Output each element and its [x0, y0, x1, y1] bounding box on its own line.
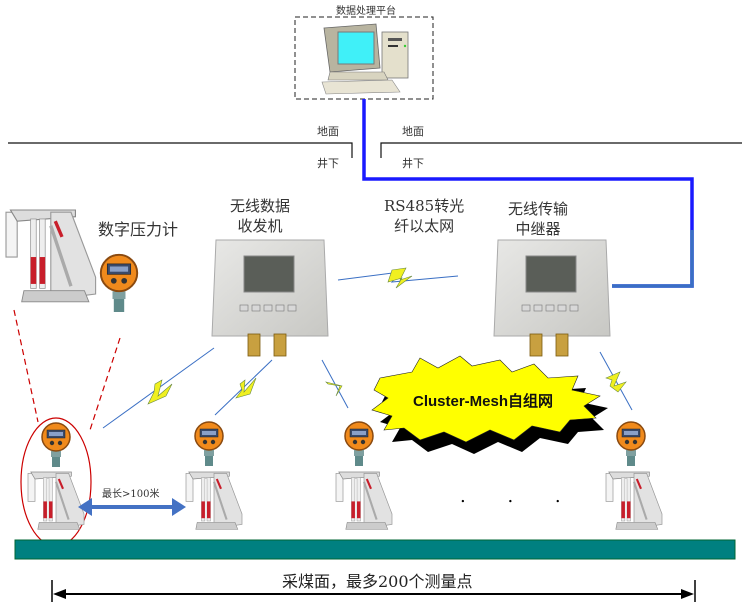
wireless-link-icon: [599, 351, 633, 411]
digital-pressure-gauge: [194, 421, 224, 467]
ellipsis: . . .: [460, 486, 579, 507]
cluster-mesh-burst: [371, 355, 608, 454]
digital-pressure-gauge-large: [99, 253, 139, 313]
transceiver-label-line1: 无线数据: [230, 197, 291, 215]
digital-pressure-gauge: [616, 421, 646, 467]
transceiver-label: 无线数据 收发机: [230, 196, 290, 236]
wireless-link-icon: [214, 359, 273, 416]
underground-label-left: 井下: [317, 157, 339, 170]
surface-label-left: 地面: [317, 125, 339, 138]
transceiver-label-line2: 收发机: [237, 217, 283, 235]
repeater-label-line2: 中继器: [515, 220, 561, 238]
underground-label-right: 井下: [402, 157, 424, 170]
distance-arrow: [78, 498, 186, 516]
coalface-label: 采煤面，最多200个测量点: [282, 572, 473, 591]
callout-lines: [13, 309, 121, 431]
hydraulic-support: [26, 470, 86, 531]
converter-label: RS485转光 纤以太网: [384, 196, 464, 236]
platform-label: 数据处理平台: [336, 6, 396, 17]
repeater-label: 无线传输 中继器: [508, 199, 568, 239]
surface-label-right: 地面: [402, 125, 424, 138]
converter-label-line1: RS485转光: [384, 197, 465, 215]
coalface-bar: [14, 539, 736, 560]
repeater-connection: [612, 230, 694, 288]
wireless-repeater-device: [493, 239, 611, 357]
repeater-label-line1: 无线传输: [508, 200, 569, 218]
digital-pressure-gauge: [344, 421, 374, 467]
distance-label: 最长>100米: [102, 489, 160, 500]
gauge-title: 数字压力计: [98, 220, 179, 239]
wireless-transceiver-device: [211, 239, 329, 357]
hydraulic-support: [604, 470, 664, 531]
hydraulic-support-large: [4, 208, 98, 304]
wireless-link-icon: [337, 267, 459, 289]
span-arrow: [51, 580, 696, 602]
hydraulic-support: [334, 470, 394, 531]
hydraulic-support: [184, 470, 244, 531]
converter-label-line2: 纤以太网: [394, 217, 455, 235]
wireless-link-icon: [102, 347, 215, 429]
mesh-label: Cluster-Mesh自组网: [413, 393, 554, 410]
surface-boundary: [8, 142, 742, 158]
digital-pressure-gauge: [41, 422, 71, 468]
desktop-computer-icon: [321, 23, 409, 95]
wireless-link-icon: [321, 359, 349, 409]
